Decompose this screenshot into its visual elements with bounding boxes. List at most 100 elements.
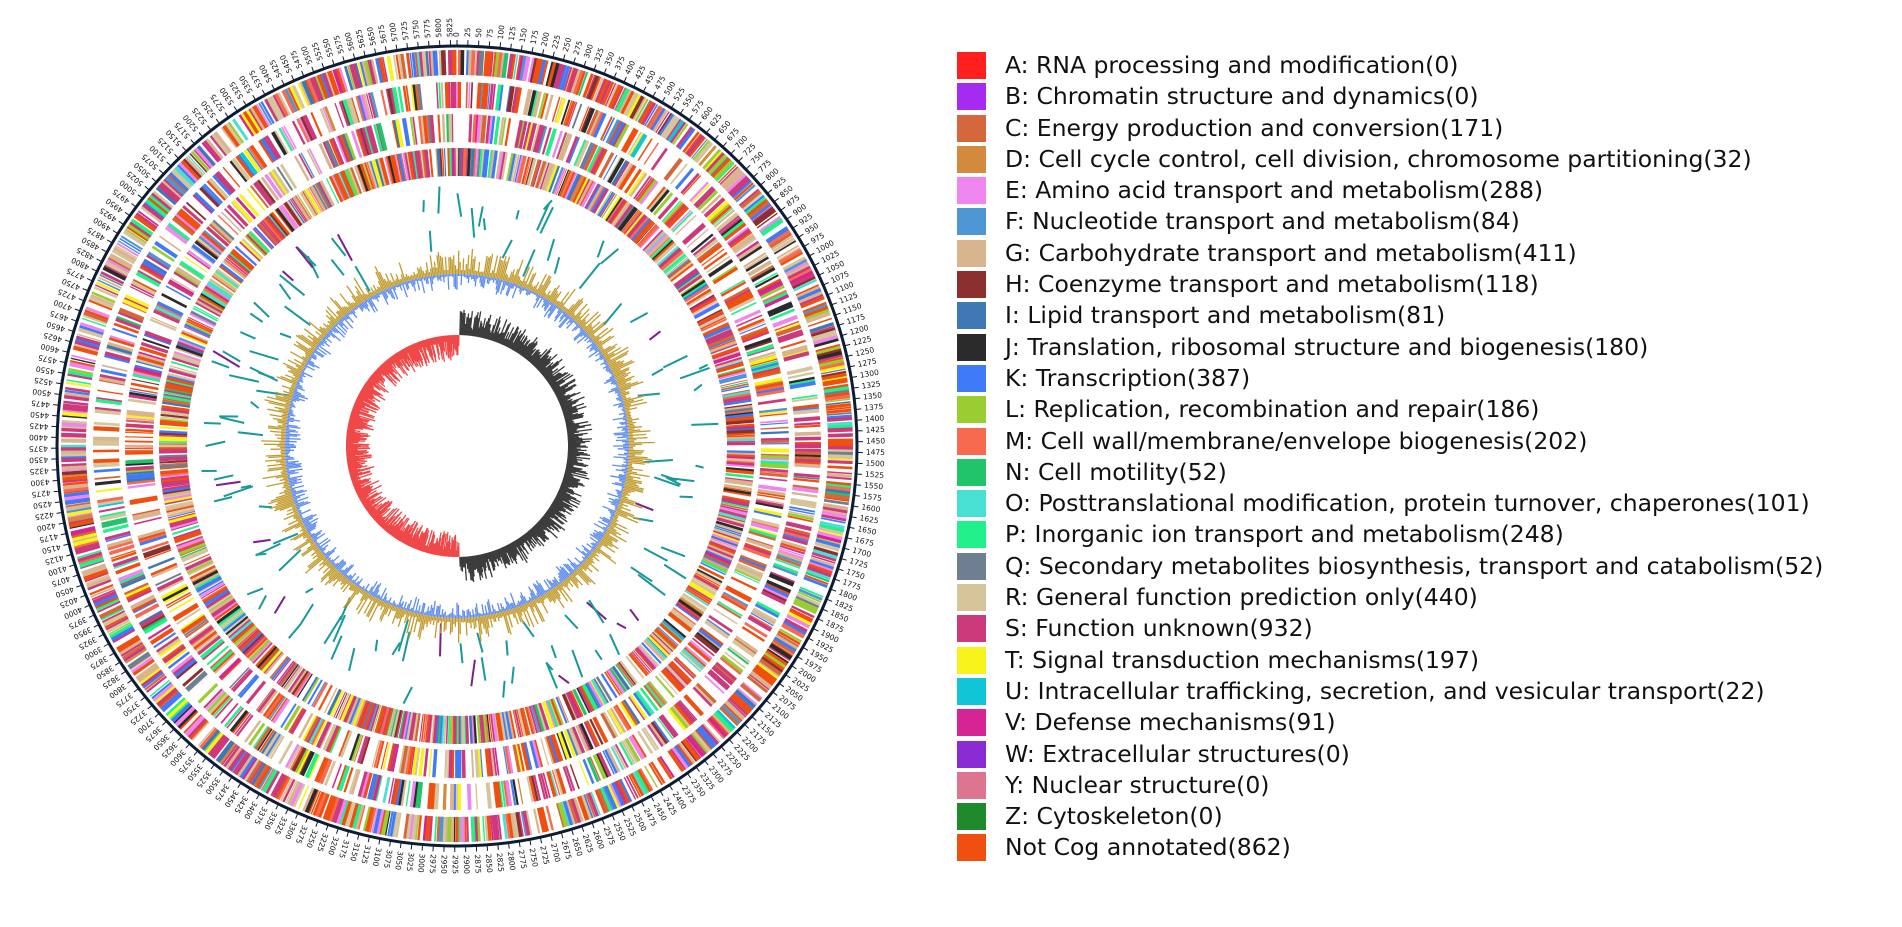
- gene-mark: [757, 491, 786, 498]
- gene-mark: [203, 731, 222, 752]
- gene-mark: [707, 154, 728, 176]
- gene-mark: [765, 226, 788, 242]
- gene-mark: [268, 696, 286, 721]
- gc-content-mark: [317, 344, 332, 355]
- gene-mark: [616, 662, 635, 687]
- gc-content-mark: [495, 278, 498, 285]
- gene-mark: [719, 166, 739, 186]
- gc-content-mark: [513, 607, 517, 614]
- gene-mark: [562, 800, 574, 826]
- gene-mark: [159, 181, 181, 201]
- gene-mark: [441, 816, 446, 842]
- gc-content-mark: [573, 329, 585, 340]
- gc-content-mark: [500, 609, 503, 613]
- gene-mark: [614, 123, 630, 149]
- gene-mark: [710, 205, 732, 225]
- gene-mark: [140, 341, 169, 354]
- gene-mark: [183, 553, 210, 566]
- ncrna-mark: [213, 474, 234, 481]
- gene-mark: [707, 334, 735, 349]
- gene-mark: [181, 331, 208, 345]
- gene-mark: [267, 734, 283, 758]
- gc-content-mark: [477, 616, 482, 642]
- gene-mark: [741, 626, 765, 643]
- ncrna-mark: [599, 248, 619, 265]
- gc-content-mark: [566, 563, 575, 573]
- gene-mark: [309, 77, 322, 102]
- gene-mark: [303, 189, 321, 215]
- gene-mark: [577, 724, 592, 751]
- gene-mark: [777, 630, 801, 646]
- gene-mark: [212, 696, 232, 718]
- gene-mark: [72, 536, 99, 547]
- gene-mark: [698, 725, 718, 747]
- gene-mark: [510, 779, 517, 806]
- gene-mark: [189, 312, 216, 328]
- gene-mark: [179, 544, 207, 557]
- gene-mark: [443, 148, 447, 177]
- gene-mark: [438, 82, 442, 109]
- gene-mark: [760, 285, 785, 300]
- gene-mark: [246, 188, 266, 211]
- gene-mark: [775, 558, 801, 569]
- gc-content-mark: [582, 559, 586, 562]
- gc-content-mark: [566, 317, 573, 325]
- gene-mark: [314, 756, 328, 783]
- gene-mark: [472, 114, 478, 143]
- axis-tick: [744, 723, 750, 729]
- gene-mark: [584, 183, 600, 210]
- gene-mark: [276, 660, 295, 684]
- gc-content-mark: [618, 395, 622, 398]
- gene-mark: [271, 656, 291, 681]
- gene-mark: [349, 64, 359, 90]
- gene-mark: [156, 575, 184, 592]
- gc-content-mark: [535, 294, 540, 301]
- gene-mark: [680, 596, 705, 614]
- gene-mark: [386, 88, 396, 115]
- gene-mark: [711, 265, 737, 283]
- gene-mark: [628, 696, 646, 721]
- gene-mark: [463, 816, 467, 842]
- gc-content-mark: [565, 578, 574, 588]
- gene-mark: [130, 382, 159, 391]
- gc-content-mark: [606, 358, 611, 362]
- gene-mark: [807, 563, 833, 576]
- gc-content-mark: [613, 516, 618, 520]
- gene-mark: [776, 632, 800, 648]
- gc-content-mark: [322, 559, 329, 566]
- gene-mark: [729, 231, 753, 249]
- gene-mark: [74, 340, 100, 351]
- gene-mark: [579, 180, 594, 207]
- gc-content-mark: [302, 534, 310, 539]
- gc-content-mark: [422, 614, 427, 631]
- gc-content-mark: [287, 414, 296, 417]
- gene-mark: [634, 98, 649, 122]
- gene-mark: [681, 594, 706, 612]
- gene-mark: [178, 339, 205, 351]
- gene-mark: [234, 245, 258, 267]
- gene-mark: [374, 705, 384, 733]
- gc-content-mark: [329, 329, 333, 333]
- gene-mark: [643, 639, 666, 662]
- gc-content-mark: [318, 335, 323, 340]
- gene-mark: [309, 186, 325, 212]
- gc-content-mark: [580, 560, 584, 564]
- gene-mark: [726, 438, 755, 442]
- gene-mark: [157, 183, 180, 204]
- gene-mark: [212, 272, 238, 292]
- gc-content-mark: [548, 284, 561, 302]
- gc-content-mark: [354, 285, 366, 302]
- axis-tick: [752, 172, 758, 178]
- gene-mark: [672, 211, 694, 233]
- gc-content-mark: [602, 505, 617, 513]
- gene-mark: [423, 748, 429, 777]
- gene-mark: [178, 541, 205, 553]
- gene-mark: [276, 166, 294, 192]
- gene-mark: [408, 814, 415, 840]
- gene-mark: [622, 739, 638, 764]
- gene-mark: [506, 745, 514, 774]
- gene-mark: [188, 624, 214, 645]
- gene-mark: [279, 777, 293, 802]
- gene-mark: [389, 811, 397, 837]
- gene-mark: [671, 746, 689, 769]
